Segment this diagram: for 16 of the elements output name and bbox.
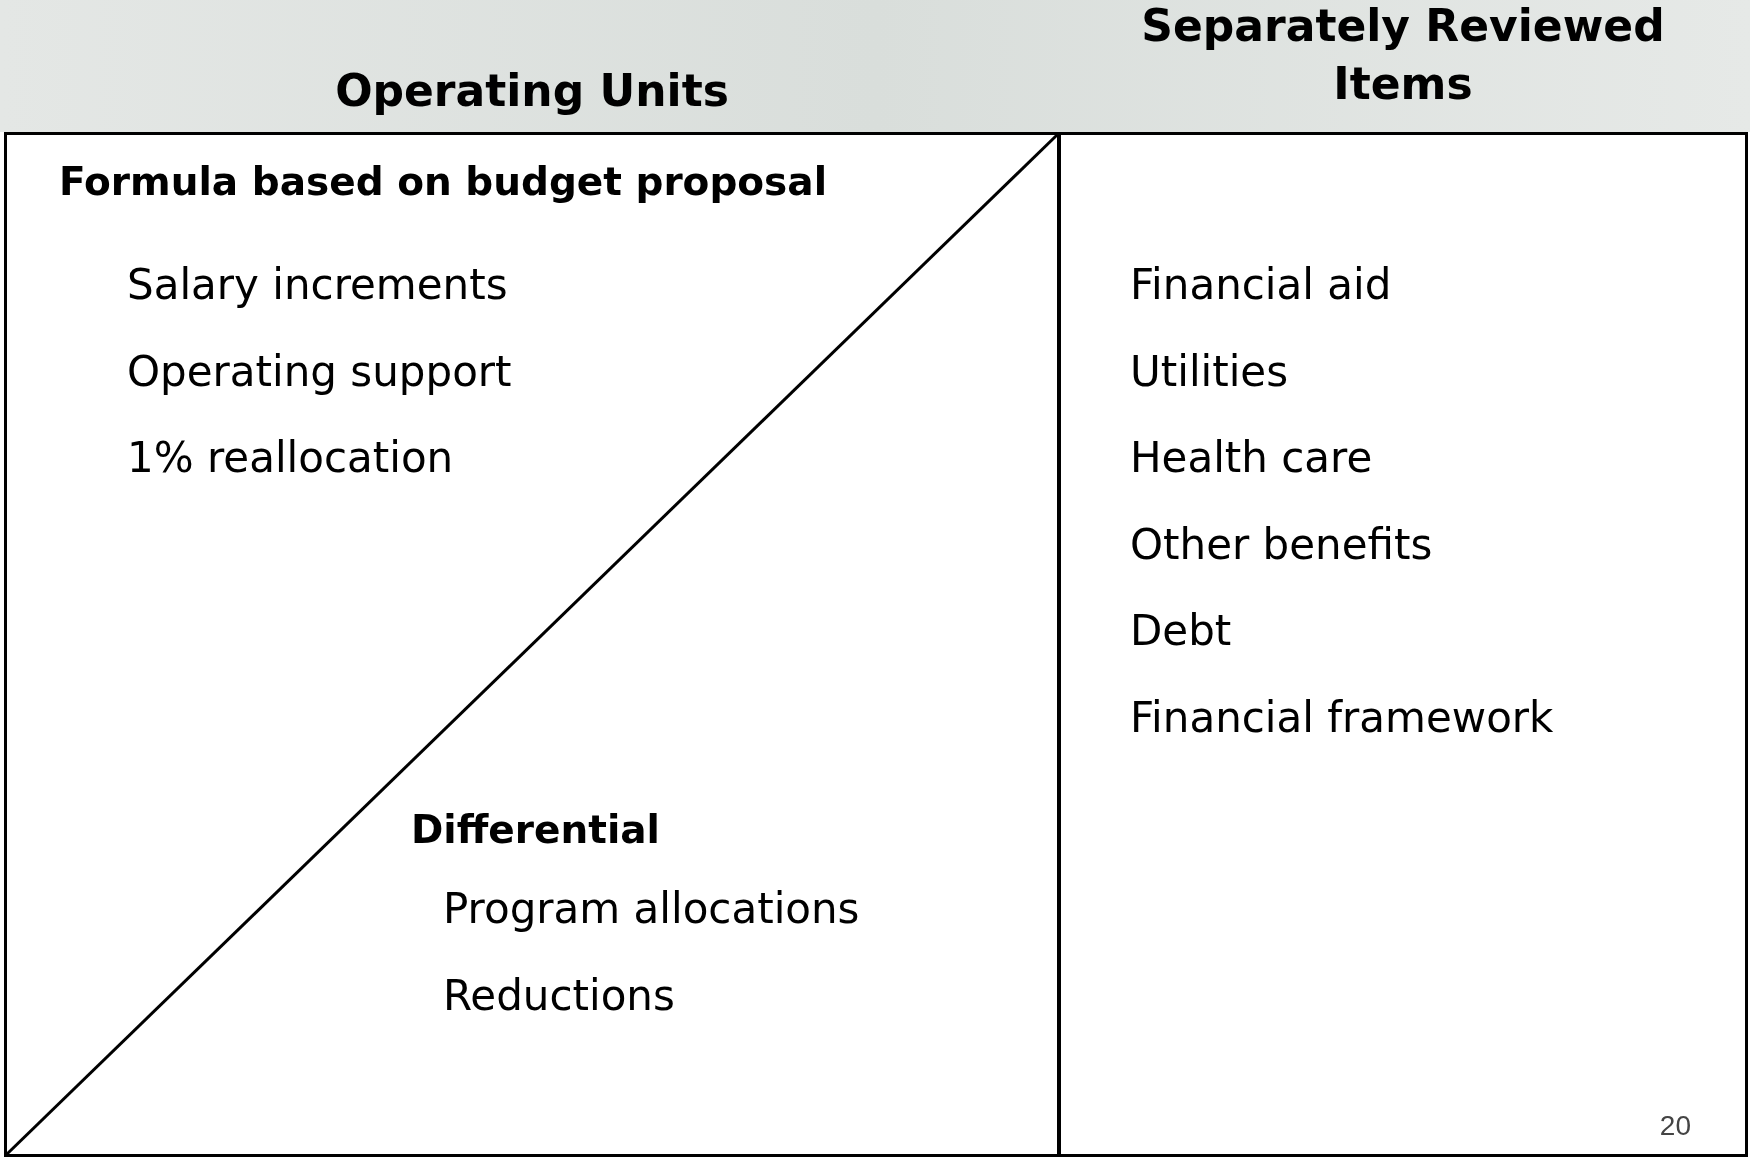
section-heading: Formula based on budget proposal <box>59 158 828 204</box>
list-item: Financial aid <box>1130 259 1392 309</box>
page-number: 20 <box>1659 1110 1691 1142</box>
list-item: Other benefits <box>1130 519 1433 569</box>
list-item: Utilities <box>1130 346 1289 396</box>
list-item: 1% reallocation <box>127 432 454 482</box>
column-heading: Separately Reviewed Items <box>1140 0 1666 111</box>
list-item: Debt <box>1130 605 1232 655</box>
list-item: Reductions <box>443 970 675 1020</box>
list-item: Financial framework <box>1130 692 1554 742</box>
list-item: Health care <box>1130 432 1373 482</box>
section-heading: Differential <box>411 806 660 852</box>
column-heading: Operating Units <box>334 64 730 118</box>
list-item: Operating support <box>127 346 512 396</box>
list-item: Program allocations <box>443 883 860 933</box>
list-item: Salary increments <box>127 259 508 309</box>
